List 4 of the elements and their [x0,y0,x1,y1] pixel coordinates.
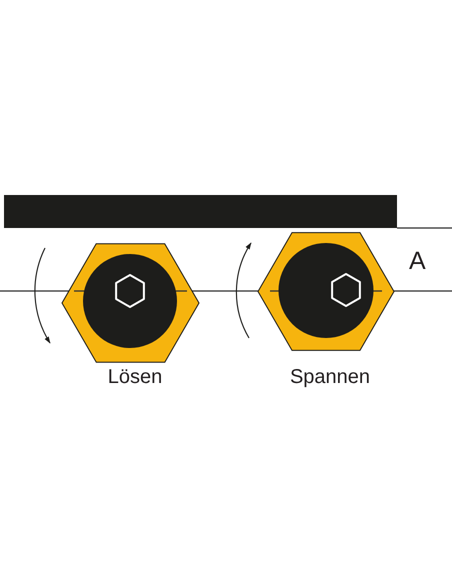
dimension-label: A [409,249,426,274]
caption: Lösen [106,367,164,387]
caption: Spannen [288,367,372,387]
clamp-plate [4,195,397,228]
